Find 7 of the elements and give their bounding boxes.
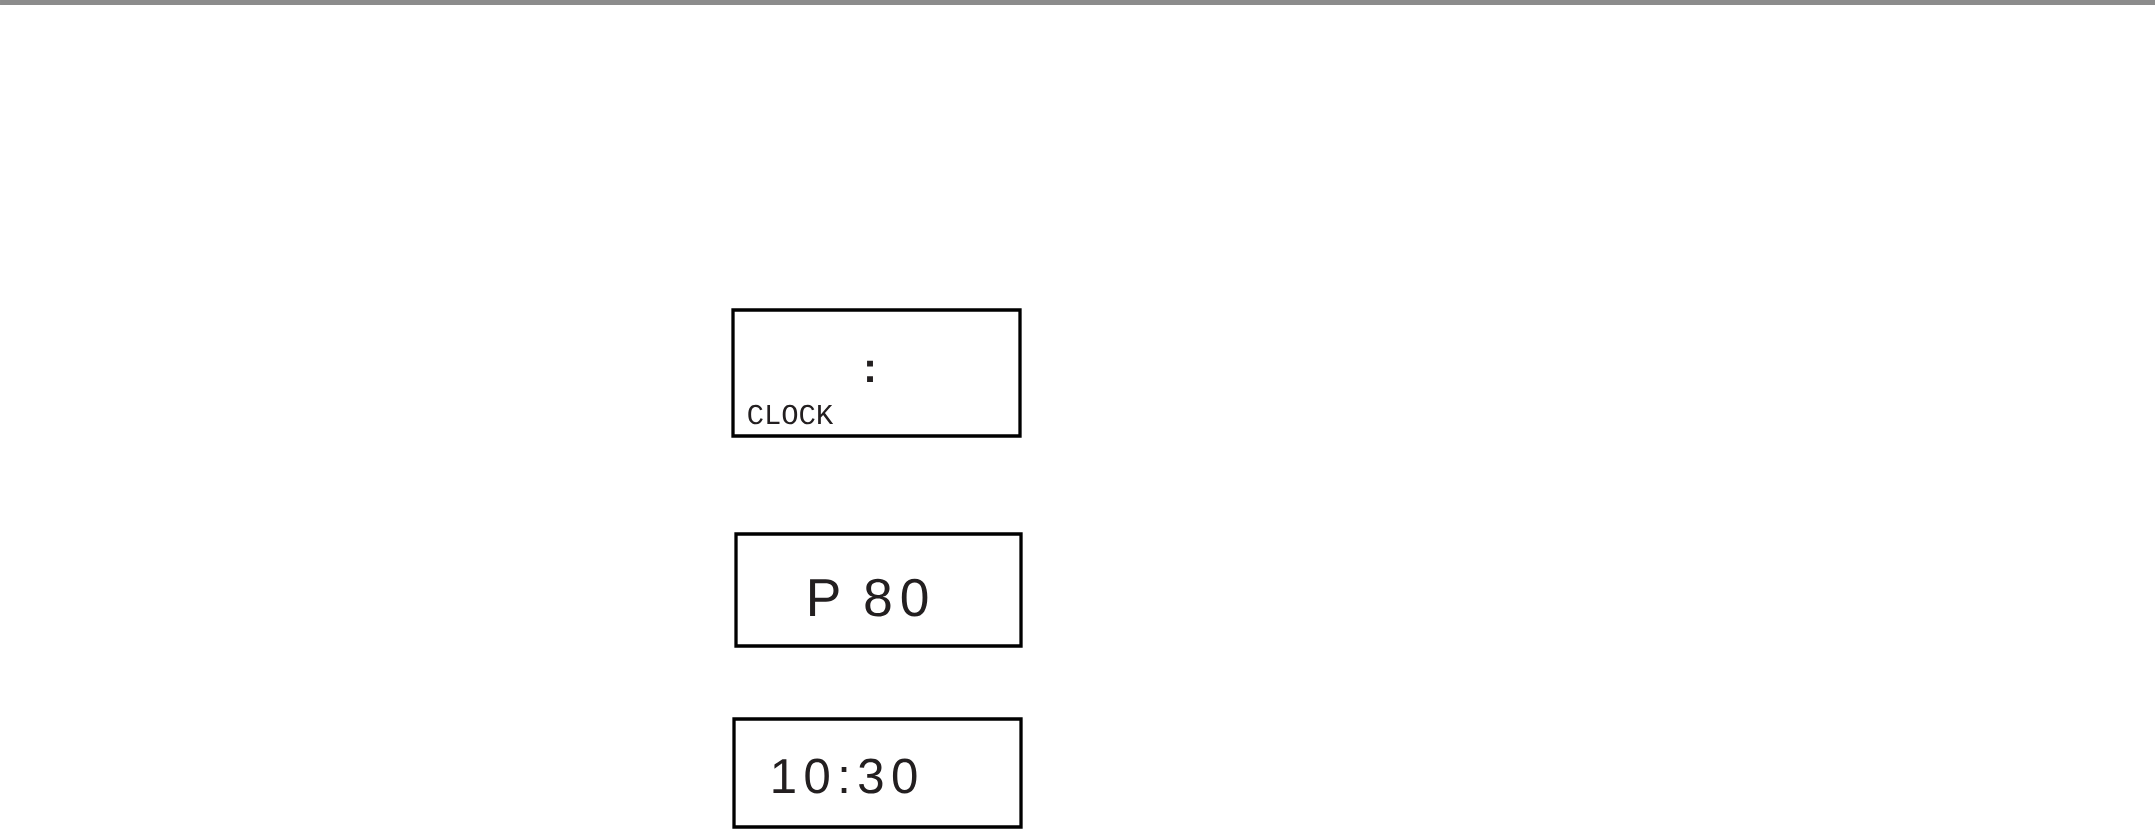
mode-label: CLOCK bbox=[748, 404, 834, 425]
display-box bbox=[731, 308, 1022, 438]
display-text: : bbox=[867, 360, 873, 382]
display-box bbox=[734, 532, 1023, 648]
display-text: 10:30 bbox=[773, 758, 917, 794]
display-text: P 80 bbox=[810, 578, 928, 617]
display-box bbox=[732, 717, 1023, 829]
